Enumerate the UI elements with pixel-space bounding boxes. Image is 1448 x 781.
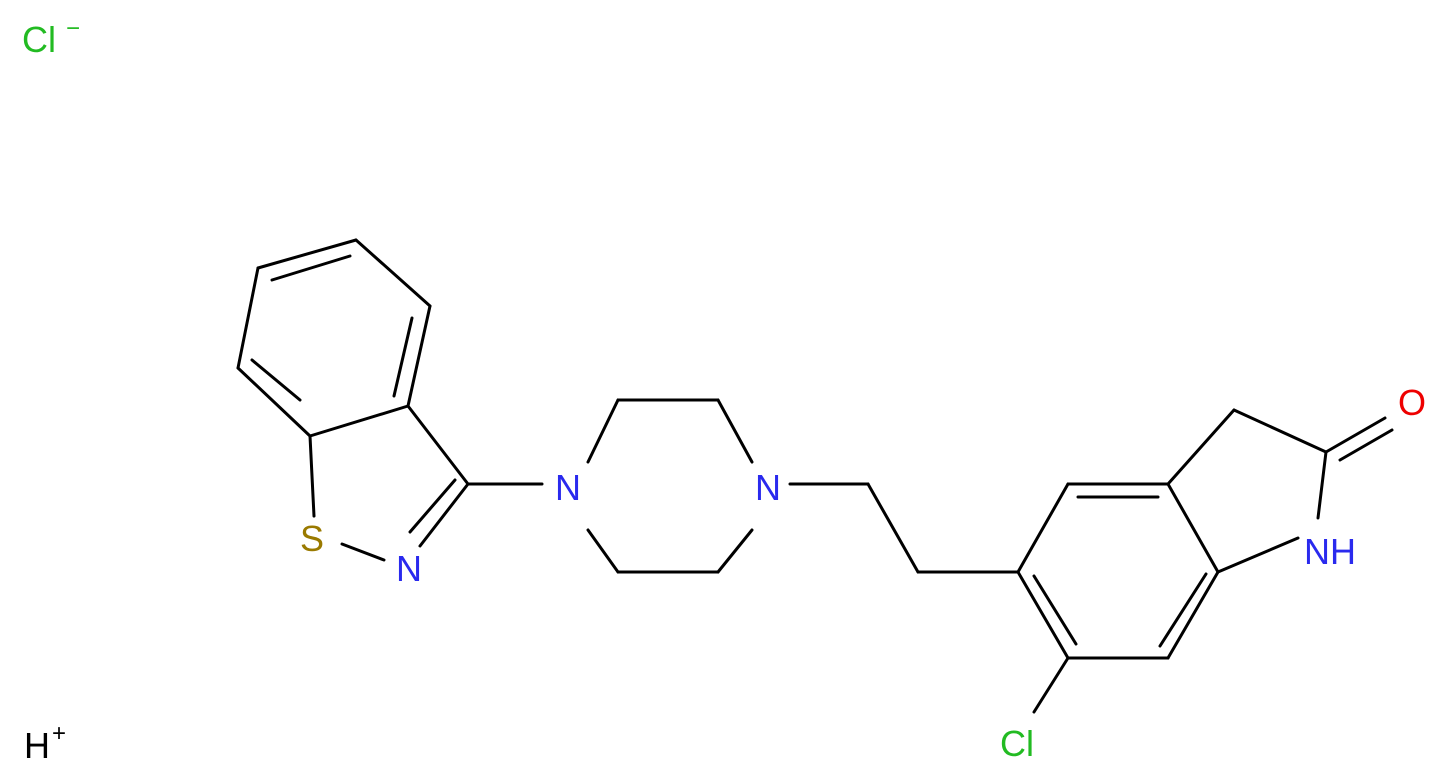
aryl-chlorine-label: Cl [1000,723,1034,764]
proton-charge: + [52,720,66,747]
bond-line [1166,482,1220,574]
lactam-nh-label: NH [1304,531,1356,572]
piperazine-nitrogen-right-label: N [755,467,781,508]
bond-line [236,366,312,438]
bond-line [716,528,754,574]
bond-lines [236,238,1394,714]
bond-line [250,358,302,402]
bond-line [1338,428,1394,462]
bond-line [308,404,410,438]
carbonyl-oxygen-label: O [1398,382,1426,423]
bond-line [406,304,432,408]
bond-line [1232,408,1328,454]
bond-line [1158,572,1208,648]
bond-line [586,528,620,574]
bond-line [1216,536,1300,574]
bond-line [408,478,457,534]
bond-line [1316,450,1328,520]
bond-line [1032,574,1078,646]
bond-line [418,482,470,548]
bond-line [256,238,358,270]
bond-line [308,434,316,518]
bond-line [270,254,352,282]
chloride-ion-symbol: Cl [22,19,56,60]
bond-line [406,404,470,486]
bond-line [340,542,386,562]
bond-line [354,238,432,308]
bond-line [392,316,414,398]
bond-line [1166,570,1220,660]
chloride-ion-charge: − [66,15,80,42]
bond-line [1324,416,1387,454]
bond-line [716,398,754,464]
bond-line [1016,482,1070,574]
proton-symbol: H [24,725,50,766]
bond-line [1016,570,1070,660]
bond-line [1032,656,1070,714]
bond-line [866,482,920,574]
bond-line [1166,408,1236,486]
piperazine-nitrogen-left-label: N [555,467,581,508]
sulfur-atom-label: S [300,518,324,559]
isothiazole-nitrogen-label: N [396,548,422,589]
bond-line [236,266,260,370]
bond-line [586,398,620,464]
